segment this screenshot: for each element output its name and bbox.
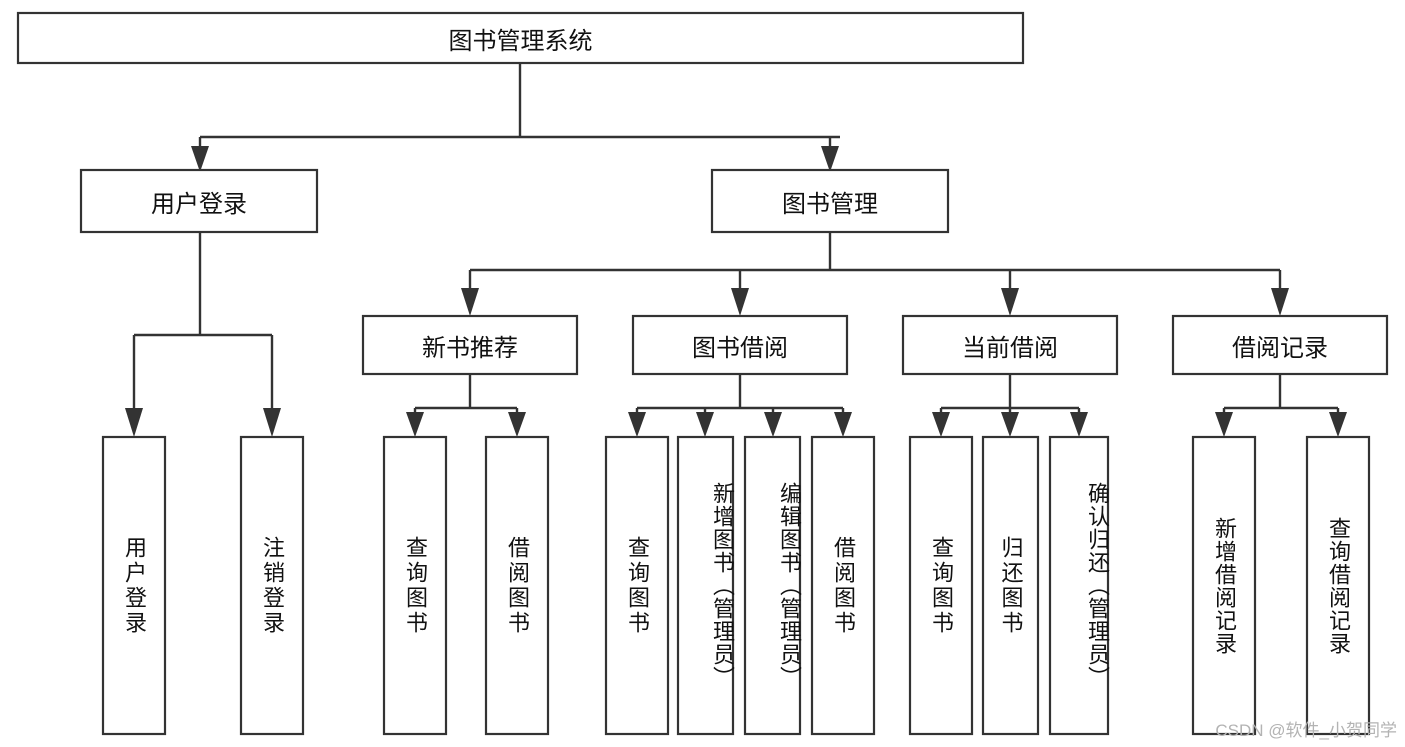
arrow-head-book-management	[821, 146, 839, 172]
node-box-book-management[interactable]	[710, 168, 950, 234]
arrow-head-new-book-recommend	[461, 288, 479, 316]
node-box-new-book-recommend[interactable]	[361, 314, 579, 376]
node-box-leaf-edit-book-admin[interactable]	[743, 435, 802, 736]
arrow-head-leaf-return-book	[1001, 412, 1019, 437]
arrow-head-user-login	[191, 146, 209, 172]
arrow-head-leaf-borrow-book	[834, 412, 852, 437]
arrow-head-leaf-user-login	[125, 408, 143, 437]
watermark-text: CSDN @软件_小贺同学	[1215, 721, 1397, 740]
arrow-head-leaf-borrow-book-rec	[508, 412, 526, 437]
node-box-leaf-logout-login[interactable]	[239, 435, 305, 736]
connector-layer	[125, 63, 1347, 437]
node-box-leaf-add-borrow-record[interactable]	[1191, 435, 1257, 736]
node-box-leaf-return-book[interactable]	[981, 435, 1040, 736]
node-box-current-borrow[interactable]	[901, 314, 1119, 376]
node-box-leaf-confirm-return-admin[interactable]	[1048, 435, 1110, 736]
node-box-leaf-borrow-book[interactable]	[810, 435, 876, 736]
arrow-head-leaf-query-book-borrow	[628, 412, 646, 437]
node-box-leaf-borrow-book-rec[interactable]	[484, 435, 550, 736]
arrow-head-current-borrow	[1001, 288, 1019, 316]
node-box-layer	[16, 11, 1389, 736]
arrow-head-leaf-edit-book-admin	[764, 412, 782, 437]
arrow-head-borrow-record	[1271, 288, 1289, 316]
node-box-leaf-query-borrow-record[interactable]	[1305, 435, 1371, 736]
arrow-head-leaf-query-borrow-record	[1329, 412, 1347, 437]
node-box-leaf-query-book-borrow[interactable]	[604, 435, 670, 736]
arrow-head-leaf-confirm-return-admin	[1070, 412, 1088, 437]
arrow-head-leaf-logout-login	[263, 408, 281, 437]
node-box-user-login[interactable]	[79, 168, 319, 234]
arrow-head-leaf-query-book-current	[932, 412, 950, 437]
arrow-head-leaf-add-borrow-record	[1215, 412, 1233, 437]
node-box-leaf-user-login[interactable]	[101, 435, 167, 736]
arrow-head-leaf-query-book-rec	[406, 412, 424, 437]
node-box-leaf-query-book-rec[interactable]	[382, 435, 448, 736]
node-box-leaf-query-book-current[interactable]	[908, 435, 974, 736]
node-box-root[interactable]	[16, 11, 1025, 65]
node-box-borrow-record[interactable]	[1171, 314, 1389, 376]
node-box-book-borrow[interactable]	[631, 314, 849, 376]
arrow-head-leaf-add-book-admin	[696, 412, 714, 437]
node-box-leaf-add-book-admin[interactable]	[676, 435, 735, 736]
arrow-head-book-borrow	[731, 288, 749, 316]
